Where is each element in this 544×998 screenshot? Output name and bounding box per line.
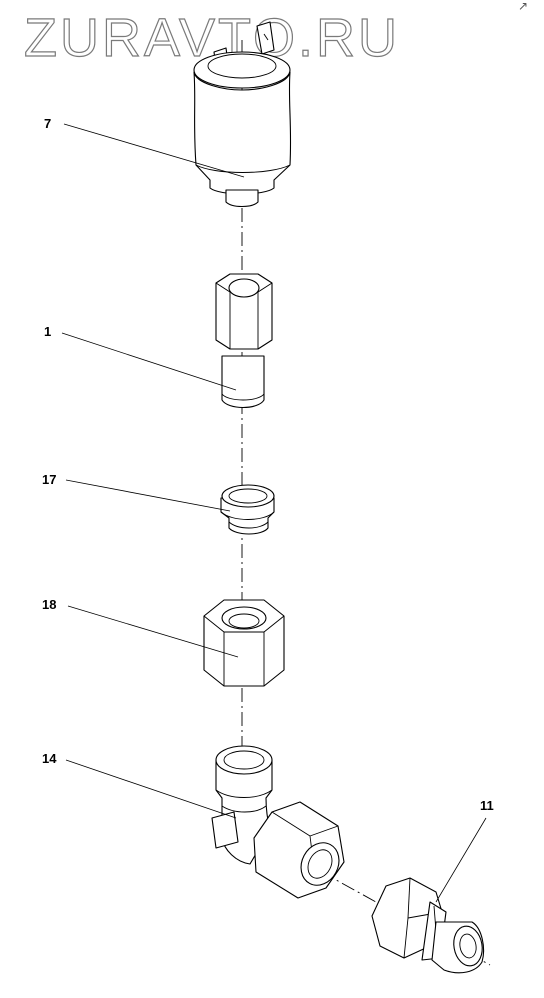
part-14-elbow-fitting	[211, 745, 345, 899]
watermark-text: ZURAVTO.RU	[24, 8, 400, 68]
part-7-pressure-switch	[193, 21, 292, 208]
corner-mark: ↗	[518, 0, 528, 13]
leader-line-1	[61, 332, 237, 391]
leader-line-17	[65, 479, 231, 512]
callout-7: 7	[44, 116, 51, 131]
part-11-threaded-union	[371, 877, 485, 974]
leader-line-11	[435, 817, 487, 903]
callout-17: 17	[42, 472, 56, 487]
callout-11: 11	[480, 798, 494, 813]
callout-14: 14	[42, 751, 57, 766]
callout-18: 18	[42, 597, 56, 612]
leader-line-14	[65, 759, 237, 819]
leader-line-7	[63, 123, 245, 178]
part-18-hex-nut	[203, 599, 285, 687]
callout-1: 1	[44, 324, 51, 339]
part-17-sealing-ring	[220, 484, 275, 535]
leader-line-18	[67, 605, 239, 658]
part-1-hex-adapter	[215, 273, 273, 409]
